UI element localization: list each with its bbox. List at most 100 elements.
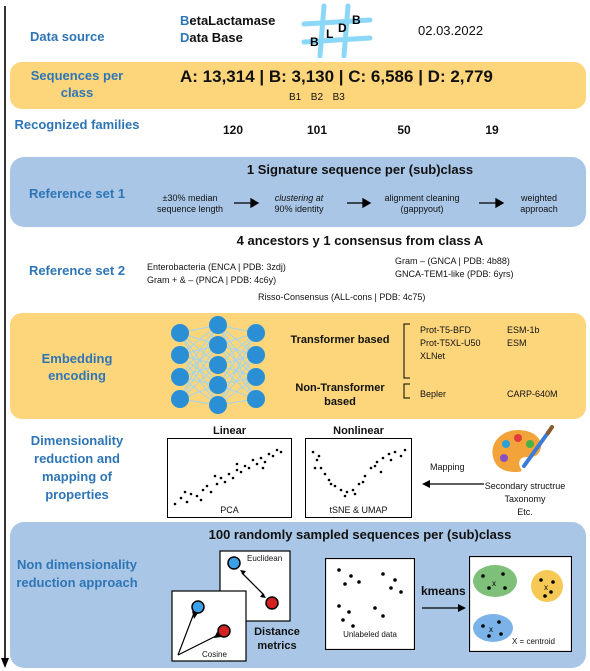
bldb-logo: B L D B [301,3,373,58]
dimred-label: Dimensionality reduction and mapping of … [30,433,124,502]
tsne-point [403,448,407,452]
pca-point [275,448,279,452]
tsne-umap-plot [305,438,412,518]
cluster-point [543,594,547,598]
palette-icon [492,425,554,472]
cluster-point [503,586,507,590]
step4-line2: approach [520,204,558,214]
families-class-a: 120 [222,123,244,137]
nonlinear-title: Nonlinear [333,425,384,437]
nn-node [171,368,189,386]
unlabeled-point [399,590,403,594]
pca-point [267,452,271,456]
model-esm-1b: ESM-1b [507,325,540,335]
tsne-point [351,488,355,492]
reference1-arrows [234,197,505,209]
tsne-point [317,454,321,458]
pca-point [251,458,255,462]
pca-point [189,492,193,496]
nn-node [247,346,265,364]
unlabeled-point [393,578,397,582]
tsne-point [361,480,365,484]
cosine-label: Cosine [202,650,227,659]
tsne-point [311,450,315,454]
sequences-label: Sequences per class [30,68,124,100]
reference1-label: Reference set 1 [28,186,126,201]
ancestor-gnca-tem1: GNCA-TEM1-like (PDB: 6yrs) [395,269,514,279]
pca-point [235,462,239,466]
pca-point [185,500,189,504]
tsne-point [399,454,403,458]
unlabeled-point [349,574,353,578]
tsne-point [319,466,323,470]
step-alignment: alignment cleaning (gappyout) [372,193,472,215]
families-label: Recognized families [14,117,140,132]
pca-point [183,490,187,494]
nn-node [171,390,189,408]
property-secondary-structure: Secondary structrue [484,481,566,491]
clustered-data-plot: x x x [469,556,572,652]
model-bepler: Bepler [420,389,447,399]
pca-point [173,502,177,506]
reference2-label: Reference set 2 [28,263,126,278]
pca-point [259,456,263,460]
step3-line1: alignment cleaning [384,193,460,203]
pca-point [205,484,209,488]
pca-point [227,472,231,476]
unlabeled-data-plot [325,558,415,650]
step-clustering: clustering at 90% identity [262,193,336,215]
nn-node [247,324,265,342]
nn-node [247,368,265,386]
pca-scatter-plot [167,438,292,518]
tsne-point [363,474,367,478]
tsne-point [357,482,361,486]
logo-letter-b1: B [310,35,319,49]
pca-point [223,480,227,484]
pca-point [271,454,275,458]
euclidean-label: Euclidean [247,554,283,563]
pca-point [235,468,239,472]
pca-point [199,498,203,502]
tsne-point [393,450,397,454]
distance-metrics-label: Distance metrics [254,626,300,652]
pca-point [255,462,259,466]
pca-point [209,490,213,494]
pca-caption: PCA [220,505,239,515]
nn-node [171,346,189,364]
date-text: 02.03.2022 [418,23,484,38]
subclass-labels: B1 B2 B3 [289,92,345,103]
pca-point [261,466,265,470]
tsne-point [323,472,327,476]
centroid-legend: X = centroid [512,637,555,646]
pca-point [239,470,243,474]
ancestor-enca: Enterobacteria (ENCA | PDB: 3zdj) [147,262,286,272]
model-xlnet: XLNet [420,351,446,361]
unlabeled-point [381,614,385,618]
consensus-all: Risso-Consensus (ALL-cons | PDB: 4c75) [258,292,426,302]
logo-letter-l: L [326,27,333,41]
cluster-point [501,572,505,576]
neural-network-icon [171,316,265,414]
nn-node [247,390,265,408]
cluster-point [497,620,501,624]
timeline-arrow [1,6,9,668]
reference1-band [10,157,586,227]
step2-line2: 90% identity [274,204,324,214]
pca-point [263,460,267,464]
nondimred-label: Non dimensionality reduction approach [16,557,138,590]
property-etc: Etc. [517,507,533,517]
pca-point [219,476,223,480]
pca-point [195,494,199,498]
cluster-point [487,634,491,638]
svg-text:x: x [544,583,548,592]
svg-text:x: x [492,579,496,588]
unlabeled-point [351,624,355,628]
unlabeled-point [373,606,377,610]
step4-line1: weighted [520,193,558,203]
nn-node [171,324,189,342]
kmeans-arrow [422,604,466,612]
cluster-point [481,574,485,578]
mapping-arrow [422,480,484,488]
pca-point [231,476,235,480]
nn-node [209,336,227,354]
